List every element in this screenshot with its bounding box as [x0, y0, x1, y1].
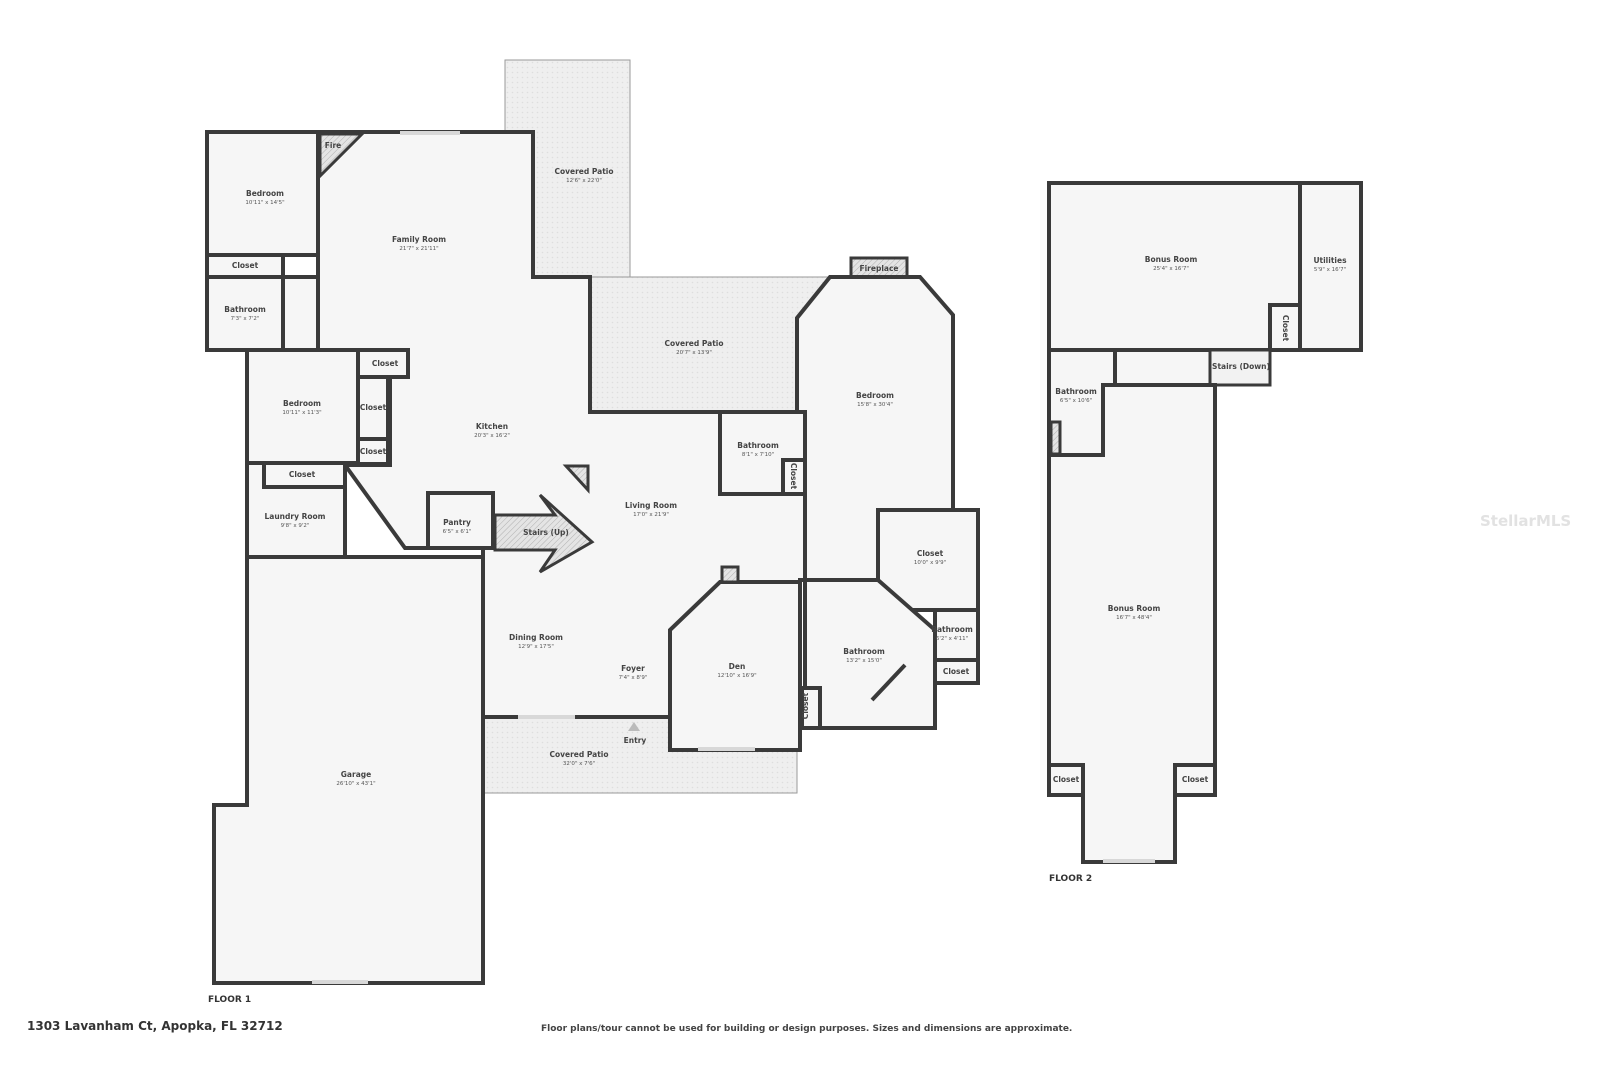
- floor-1-label: FLOOR 1: [208, 995, 251, 1005]
- room-label: Closet: [372, 359, 399, 368]
- room-label: 6'5" x 10'6": [1060, 398, 1092, 404]
- room-label: Closet: [360, 403, 387, 412]
- room-label: Kitchen: [476, 422, 508, 431]
- bathroom-2-fixture: [1049, 420, 1062, 456]
- room-label: Bathroom: [843, 647, 885, 656]
- room-label: 17'0" x 21'9": [633, 512, 669, 518]
- room-label: 12'10" x 16'9": [717, 673, 756, 679]
- room-label: 10'11" x 14'5": [245, 200, 284, 206]
- room-label: 13'2" x 15'0": [846, 658, 882, 664]
- room-label: Den: [729, 662, 746, 671]
- room-label: Bathroom: [1055, 387, 1097, 396]
- disclaimer: Floor plans/tour cannot be used for buil…: [541, 1024, 1073, 1034]
- bedroom-b: [245, 348, 360, 465]
- hallway: [281, 275, 320, 352]
- entry-arrow-icon: [628, 722, 640, 731]
- room-label: Dining Room: [509, 633, 563, 642]
- closet-2b: [1047, 763, 1085, 797]
- room-label: Closet: [1053, 775, 1080, 784]
- room-label: Closet: [232, 261, 259, 270]
- fire-hatch: [318, 132, 366, 180]
- den-pillar: [720, 565, 740, 584]
- stairs-up: [493, 493, 595, 574]
- room-label: Bedroom: [283, 399, 321, 408]
- room-label: 20'3" x 16'2": [474, 433, 510, 439]
- room-label: Covered Patio: [549, 750, 608, 759]
- room-label: Pantry: [443, 518, 471, 527]
- bedroom-a: [205, 130, 320, 257]
- stairs-down: [1208, 348, 1272, 387]
- watermark-logo: StellarMLS: [1480, 512, 1572, 530]
- room-label: 6'5" x 6'1": [443, 529, 472, 535]
- room-label: Bathroom: [737, 441, 779, 450]
- room-label: Stairs (Down): [1212, 362, 1270, 371]
- room-label: Bathroom: [931, 625, 973, 634]
- room-label: 32'0" x 7'6": [563, 761, 595, 767]
- room-label: 15'8" x 30'4": [857, 402, 893, 408]
- floor-1: Fire Bedroom 10'11" x 14'5" Closet Bathr…: [205, 59, 980, 1005]
- room-label: 21'7" x 21'11": [399, 246, 438, 252]
- closet-f: [933, 658, 980, 685]
- room-label: Foyer: [621, 664, 645, 673]
- room-label: Fireplace: [859, 264, 898, 273]
- closet-b1: [356, 348, 410, 379]
- room-label: Entry: [624, 736, 647, 745]
- room-label: Closet: [789, 463, 798, 490]
- room-label: Closet: [289, 470, 316, 479]
- room-label: 6'2" x 4'11": [936, 636, 968, 642]
- floor-2-label: FLOOR 2: [1049, 874, 1092, 884]
- utilities: [1298, 181, 1363, 352]
- room-label: 10'0" x 9'9": [914, 560, 946, 566]
- room-label: 5'9" x 16'7": [1314, 267, 1346, 273]
- room-label: Covered Patio: [554, 167, 613, 176]
- room-label: Bedroom: [856, 391, 894, 400]
- room-label: Bonus Room: [1145, 255, 1198, 264]
- property-address: 1303 Lavanham Ct, Apopka, FL 32712: [27, 1019, 283, 1033]
- room-label: 8'1" x 7'10": [742, 452, 774, 458]
- room-label: Fire: [325, 141, 341, 150]
- bathroom-c: [933, 608, 980, 662]
- room-label: Bathroom: [224, 305, 266, 314]
- room-label: Family Room: [392, 235, 446, 244]
- closet-b3: [356, 437, 390, 466]
- room-label: 16'7" x 48'4": [1116, 615, 1152, 621]
- room-label: Bonus Room: [1108, 604, 1161, 613]
- room-label: Closet: [917, 549, 944, 558]
- room-label: 26'10" x 43'1": [336, 781, 375, 787]
- room-label: Closet: [360, 447, 387, 456]
- pantry: [426, 491, 495, 550]
- room-label: 12'6" x 22'0": [566, 178, 602, 184]
- closet-2c: [1173, 763, 1217, 797]
- room-label: Closet: [1281, 315, 1290, 342]
- room-label: 7'3" x 7'2": [231, 316, 260, 322]
- room-label: 10'11" x 11'3": [282, 410, 321, 416]
- room-label: 12'9" x 17'5": [518, 644, 554, 650]
- kitchen-pillar: [562, 464, 590, 494]
- room-label: 20'7" x 13'9": [676, 350, 712, 356]
- room-label: Laundry Room: [265, 512, 326, 521]
- room-label: Garage: [341, 770, 371, 779]
- room-label: Covered Patio: [664, 339, 723, 348]
- room-label: Bedroom: [246, 189, 284, 198]
- closet-2a: [1268, 303, 1302, 352]
- room-label: 9'8" x 9'2": [281, 523, 310, 529]
- hallway-2: [1113, 348, 1217, 387]
- closet-b2: [356, 375, 390, 441]
- room-label: Closet: [943, 667, 970, 676]
- bonus-room-b: [1047, 383, 1217, 864]
- room-label: Living Room: [625, 501, 677, 510]
- room-label: Closet: [801, 692, 810, 719]
- room-label: Stairs (Up): [523, 528, 569, 537]
- bonus-room-a: [1047, 181, 1302, 352]
- garage: [212, 555, 485, 985]
- room-label: Utilities: [1313, 256, 1347, 265]
- floor-2: Bonus Room 25'4" x 16'7" Utilities 5'9" …: [1047, 181, 1363, 884]
- closet-c-top: [262, 461, 347, 489]
- room-label: Closet: [1182, 775, 1209, 784]
- room-label: 25'4" x 16'7": [1153, 266, 1189, 272]
- room-label: 7'4" x 8'9": [619, 675, 648, 681]
